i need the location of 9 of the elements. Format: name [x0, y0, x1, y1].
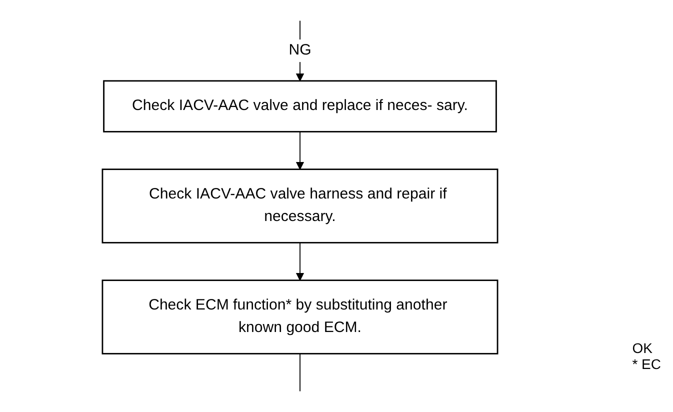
- arrow: [296, 242, 304, 281]
- note-text: * EC: [632, 356, 661, 372]
- node-box: Check IACV-AAC valve harness and repair if necessary.: [102, 168, 498, 244]
- node-box: Check IACV-AAC valve and replace if neces- sary.: [103, 80, 497, 132]
- edge-label: NG: [288, 42, 312, 58]
- note-text: OK: [632, 340, 654, 356]
- node-box: Check ECM function* by substituting another known good ECM.: [102, 280, 498, 354]
- arrow: [296, 131, 304, 170]
- arrow: [296, 20, 304, 82]
